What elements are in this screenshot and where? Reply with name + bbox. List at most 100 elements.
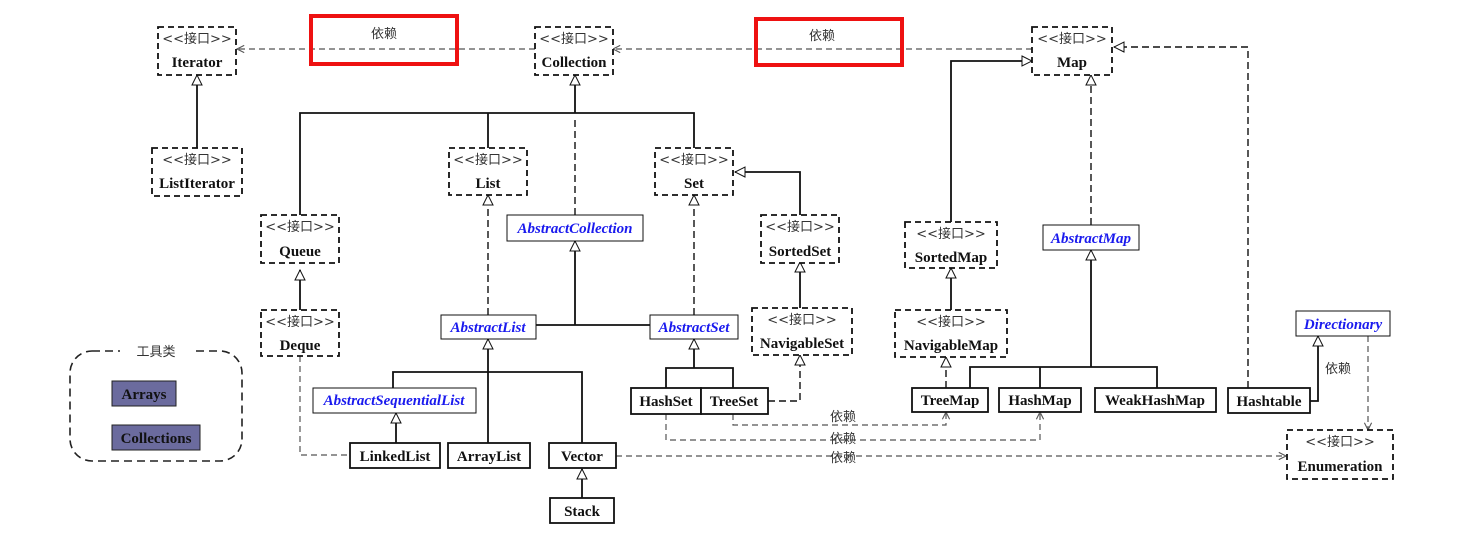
node-deque-label: Deque: [280, 338, 321, 354]
label-dep-treemap: 依赖: [830, 410, 856, 425]
tools-title: 工具类: [136, 345, 175, 360]
stereotype-label: <<接口>>: [659, 152, 729, 168]
node-iterator-label: Iterator: [172, 55, 223, 71]
label-dep-iterator: 依赖: [371, 27, 397, 42]
tools-frame: [69, 350, 243, 462]
node-hash-map-label: HashMap: [1008, 393, 1071, 409]
node-queue[interactable]: <<接口>> Queue: [260, 214, 340, 264]
stereotype-label: <<接口>>: [162, 31, 232, 47]
node-linked-list[interactable]: LinkedList: [349, 442, 441, 469]
node-hash-set[interactable]: HashSet: [630, 387, 702, 415]
node-weak-hash-map-label: WeakHashMap: [1105, 393, 1205, 409]
node-stack-label: Stack: [564, 504, 600, 520]
edge-abstractset-children: [665, 367, 734, 388]
node-abstract-collection-label: AbstractCollection: [516, 221, 632, 237]
node-sorted-map-label: SortedMap: [915, 250, 988, 266]
node-vector-label: Vector: [561, 449, 603, 465]
stereotype-label: <<接口>>: [767, 312, 837, 328]
stereotype-label: <<接口>>: [162, 152, 232, 168]
stereotype-label: <<接口>>: [765, 219, 835, 235]
highlight-box-left: [309, 14, 459, 66]
edge-collection-children: [299, 112, 695, 215]
node-list[interactable]: <<接口>> List: [448, 147, 528, 196]
node-enumeration-label: Enumeration: [1297, 459, 1383, 475]
node-hashtable-label: Hashtable: [1236, 394, 1301, 410]
node-collection-label: Collection: [542, 55, 608, 71]
edge-treeset-navigableset: [768, 355, 800, 402]
label-dep-vector: 依赖: [830, 451, 856, 466]
node-sorted-set-label: SortedSet: [769, 244, 832, 260]
node-stack[interactable]: Stack: [549, 497, 615, 524]
edge-hashset-hashmap-dep: [665, 412, 1040, 441]
node-navigable-set[interactable]: <<接口>> NavigableSet: [751, 307, 853, 356]
node-weak-hash-map[interactable]: WeakHashMap: [1094, 387, 1217, 413]
stereotype-label: <<接口>>: [453, 152, 523, 168]
node-sorted-map[interactable]: <<接口>> SortedMap: [904, 221, 998, 269]
node-abstract-list[interactable]: AbstractList: [440, 314, 537, 340]
node-linked-list-label: LinkedList: [360, 449, 431, 465]
node-hashtable[interactable]: Hashtable: [1227, 387, 1311, 414]
node-set[interactable]: <<接口>> Set: [654, 147, 734, 196]
tools-title-bg: [120, 341, 192, 361]
edge-hashtable-map: [1114, 47, 1249, 388]
node-list-iterator-label: ListIterator: [159, 176, 235, 192]
stereotype-label: <<接口>>: [916, 226, 986, 242]
tool-collections-label: Collections: [121, 431, 192, 447]
edge-deque-linkedlist-dep: [299, 356, 350, 456]
node-sorted-set[interactable]: <<接口>> SortedSet: [760, 214, 840, 264]
node-vector[interactable]: Vector: [548, 442, 617, 469]
node-deque[interactable]: <<接口>> Deque: [260, 309, 340, 357]
label-dep-enumeration: 依赖: [1325, 362, 1351, 377]
label-dep-hashmap: 依赖: [830, 432, 856, 447]
node-abstract-collection[interactable]: AbstractCollection: [506, 214, 644, 242]
node-array-list-label: ArrayList: [457, 449, 521, 465]
node-abstract-sequential-list[interactable]: AbstractSequentialList: [312, 387, 477, 414]
tool-arrays[interactable]: Arrays: [111, 380, 177, 407]
node-map-label: Map: [1057, 55, 1087, 71]
node-set-label: Set: [684, 176, 704, 192]
edge-treeset-treemap-dep: [732, 412, 946, 426]
edge-sortedmap-map: [950, 61, 1032, 222]
node-hash-map[interactable]: HashMap: [998, 387, 1082, 413]
stereotype-label: <<接口>>: [1305, 434, 1375, 450]
node-array-list[interactable]: ArrayList: [447, 442, 531, 469]
node-tree-map-label: TreeMap: [921, 393, 980, 409]
node-collection[interactable]: <<接口>> Collection: [534, 26, 614, 76]
stereotype-label: <<接口>>: [265, 314, 335, 330]
node-tree-set-label: TreeSet: [710, 394, 759, 410]
node-hash-set-label: HashSet: [639, 394, 692, 410]
node-abstract-sequential-list-label: AbstractSequentialList: [323, 393, 466, 409]
node-iterator[interactable]: <<接口>> Iterator: [157, 26, 237, 76]
node-list-label: List: [475, 176, 500, 192]
node-enumeration[interactable]: <<接口>> Enumeration: [1286, 429, 1394, 480]
stereotype-label: <<接口>>: [1037, 31, 1107, 47]
tool-collections[interactable]: Collections: [111, 424, 201, 451]
node-navigable-map-label: NavigableMap: [904, 338, 998, 354]
node-queue-label: Queue: [279, 244, 321, 260]
tools-group: 工具类 Arrays Collections: [69, 341, 243, 462]
edge-sortedset-set: [735, 172, 801, 215]
node-navigable-map[interactable]: <<接口>> NavigableMap: [894, 309, 1008, 358]
highlight-box-right: [754, 17, 904, 67]
node-abstract-list-label: AbstractList: [449, 320, 526, 336]
node-directionary[interactable]: Directionary: [1295, 310, 1391, 337]
stereotype-label: <<接口>>: [265, 219, 335, 235]
node-abstract-set[interactable]: AbstractSet: [649, 314, 739, 340]
node-list-iterator[interactable]: <<接口>> ListIterator: [151, 147, 243, 197]
stereotype-label: <<接口>>: [916, 314, 986, 330]
tool-arrays-label: Arrays: [122, 387, 167, 403]
node-abstract-set-label: AbstractSet: [658, 320, 731, 336]
node-tree-set[interactable]: TreeSet: [700, 387, 769, 415]
edge-abstractmap-children: [969, 366, 1158, 388]
node-directionary-label: Directionary: [1303, 317, 1383, 333]
stereotype-label: <<接口>>: [539, 31, 609, 47]
node-abstract-map-label: AbstractMap: [1050, 231, 1132, 247]
edges: [197, 47, 1368, 498]
node-tree-map[interactable]: TreeMap: [911, 387, 989, 413]
node-map[interactable]: <<接口>> Map: [1031, 26, 1113, 76]
edge-labels: 依赖 依赖 依赖 依赖 依赖 依赖: [371, 27, 1351, 466]
node-abstract-map[interactable]: AbstractMap: [1042, 224, 1140, 251]
node-navigable-set-label: NavigableSet: [760, 336, 844, 352]
edge-hashtable-directionary: [1310, 336, 1318, 402]
